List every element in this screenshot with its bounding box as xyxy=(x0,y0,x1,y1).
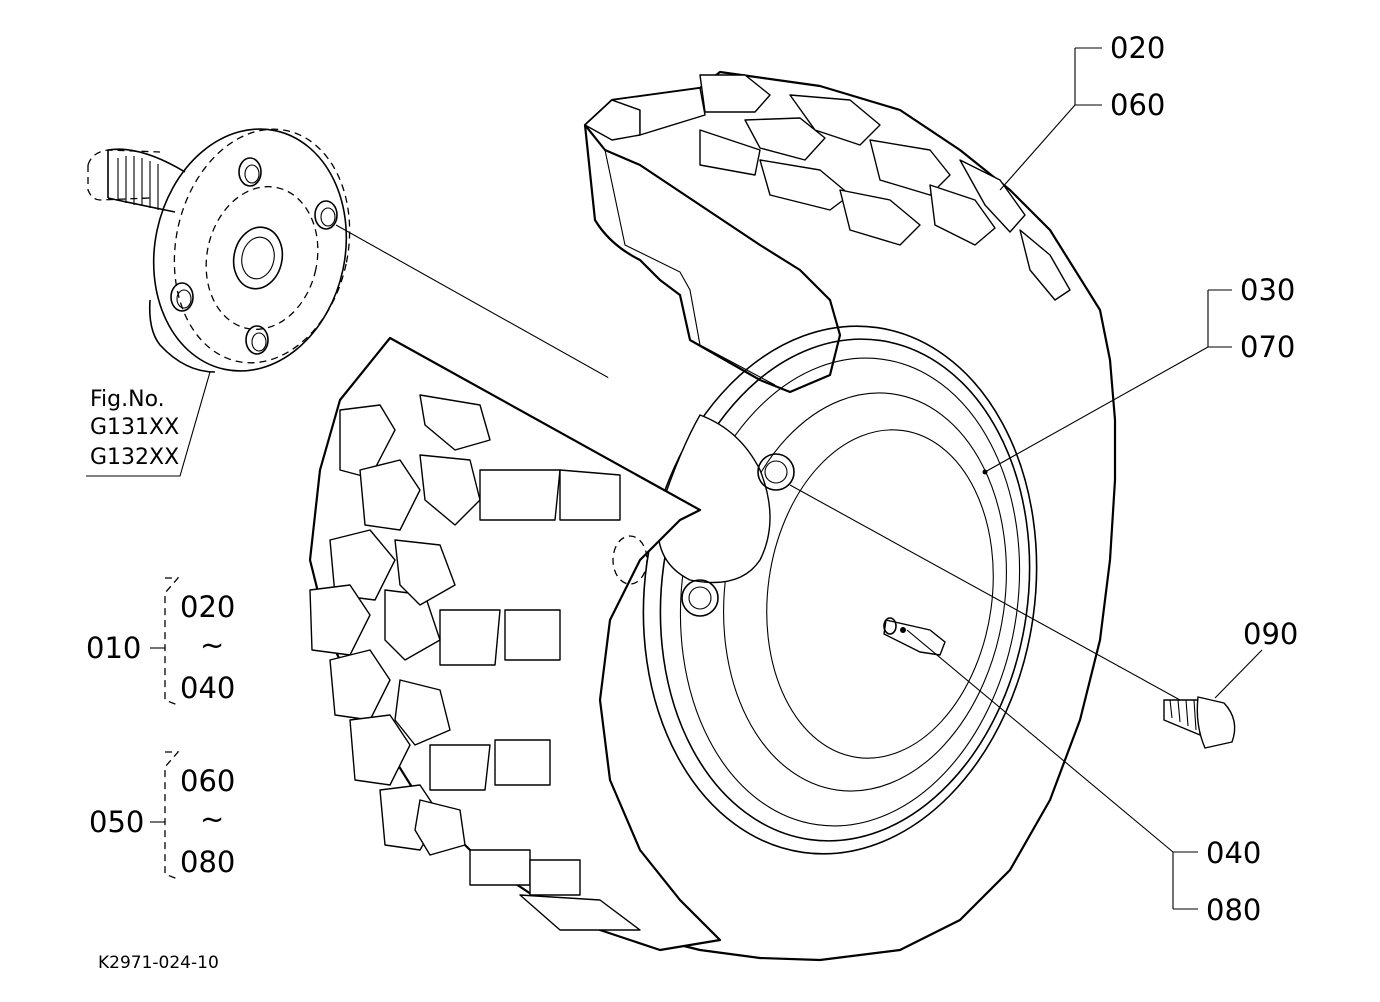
tire-upper-tread xyxy=(583,70,1117,962)
wheel-bolt xyxy=(1163,696,1236,749)
assembly-050-to: 080 xyxy=(180,845,235,879)
assembly-050-id: 050 xyxy=(89,805,144,839)
assembly-010-tilde: ~ xyxy=(200,628,224,662)
tire-lower-tread xyxy=(308,336,722,952)
callout-leaders xyxy=(150,47,1263,910)
axle-hub-flange xyxy=(87,128,351,373)
callout-040-bottom: 040 xyxy=(1206,836,1261,870)
assembly-010-from: 020 xyxy=(180,590,235,624)
assembly-050-from: 060 xyxy=(180,764,235,798)
assembly-010-id: 010 xyxy=(86,631,141,665)
drawing-code: K2971-024-10 xyxy=(98,953,219,973)
callout-080-bottom: 080 xyxy=(1206,893,1261,927)
assembly-050-tilde: ~ xyxy=(200,802,224,836)
fig-ref-line3: G132XX xyxy=(90,445,179,470)
callout-030: 030 xyxy=(1240,273,1295,307)
fig-ref-leader xyxy=(86,371,211,477)
fig-ref-line1: Fig.No. xyxy=(90,387,165,412)
callout-060-top: 060 xyxy=(1110,88,1165,122)
callout-070: 070 xyxy=(1240,330,1295,364)
assembly-010-to: 040 xyxy=(180,671,235,705)
callout-020-top: 020 xyxy=(1110,31,1165,65)
bolt-axis-line xyxy=(789,484,1181,701)
wheel-rim xyxy=(642,325,1038,855)
valve-stem xyxy=(883,617,946,656)
callout-090: 090 xyxy=(1243,617,1298,651)
fig-ref-line2: G131XX xyxy=(90,415,179,440)
